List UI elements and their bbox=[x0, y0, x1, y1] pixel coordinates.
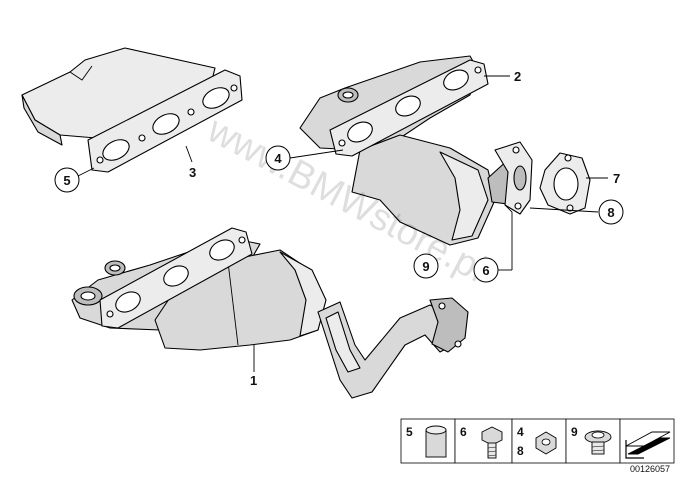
callout-2: 2 bbox=[514, 69, 521, 84]
callout-label-5: 5 bbox=[63, 173, 70, 188]
legend-number-6: 6 bbox=[460, 425, 467, 439]
leader-lines bbox=[77, 75, 608, 372]
legend-number-4: 4 bbox=[517, 425, 524, 439]
callout-label-2: 2 bbox=[514, 69, 521, 84]
callout-7: 7 bbox=[613, 171, 620, 186]
front-pipe bbox=[317, 297, 469, 399]
manifold-gasket-left bbox=[87, 69, 243, 173]
flange-gasket bbox=[539, 152, 591, 215]
callout-5: 5 bbox=[54, 167, 80, 193]
callout-3: 3 bbox=[189, 165, 196, 180]
document-id: 00126057 bbox=[630, 464, 670, 474]
callout-4: 4 bbox=[265, 145, 291, 171]
callout-label-1: 1 bbox=[250, 373, 257, 388]
screw-plug-icon bbox=[584, 430, 612, 455]
legend-number-9: 9 bbox=[571, 425, 578, 439]
fastener-legend: 5 6 4 8 9 bbox=[400, 418, 675, 474]
callout-label-8: 8 bbox=[607, 205, 614, 220]
legend-number-5: 5 bbox=[406, 425, 413, 439]
callout-label-6: 6 bbox=[482, 263, 489, 278]
manifold-flange-rear bbox=[329, 59, 489, 157]
callout-label-3: 3 bbox=[189, 165, 196, 180]
legend-number-8: 8 bbox=[517, 444, 524, 458]
manifold-flange-front bbox=[99, 227, 253, 329]
callout-6: 6 bbox=[473, 257, 499, 283]
callout-label-7: 7 bbox=[613, 171, 620, 186]
callout-1: 1 bbox=[250, 373, 257, 388]
cap-plug-icon bbox=[425, 425, 447, 458]
callout-label-9: 9 bbox=[422, 259, 429, 274]
callout-8: 8 bbox=[598, 199, 624, 225]
hex-nut-icon bbox=[535, 431, 557, 455]
hex-bolt-icon bbox=[481, 426, 503, 459]
gasket-arrow-icon bbox=[625, 431, 671, 459]
catalytic-converter-front bbox=[154, 249, 327, 351]
callout-label-4: 4 bbox=[274, 151, 282, 166]
catalytic-converter-rear bbox=[351, 134, 533, 246]
callout-9: 9 bbox=[413, 253, 439, 279]
